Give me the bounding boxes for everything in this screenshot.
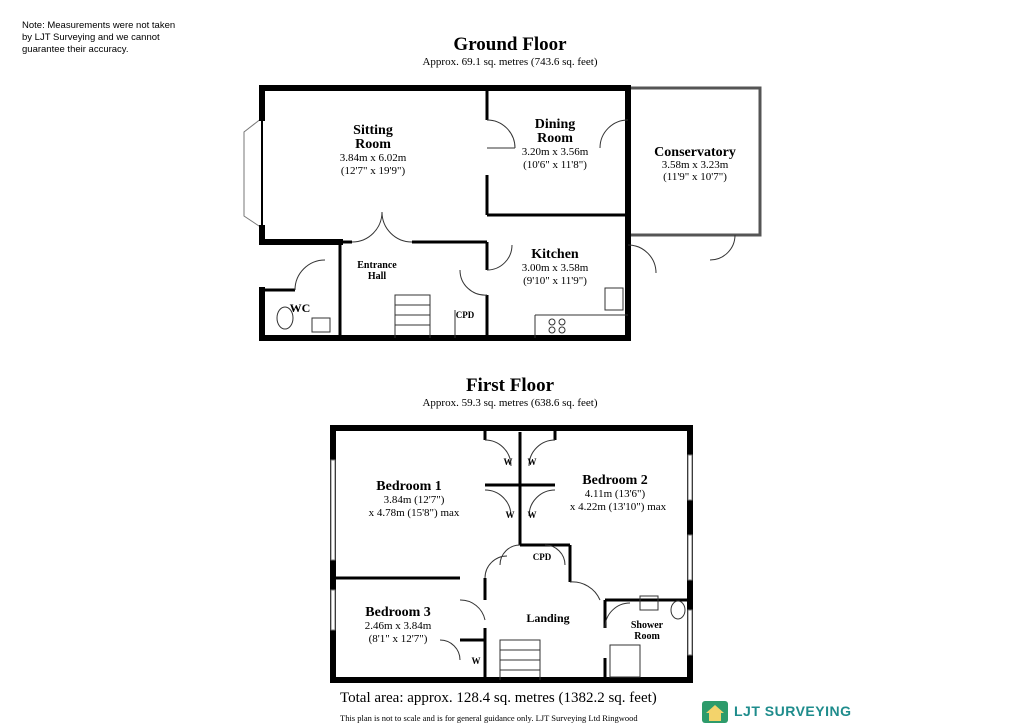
room-dimensions: (11'9" x 10'7"): [663, 171, 727, 183]
room-dimensions: 2.46m x 3.84m: [365, 620, 432, 632]
room-label: Hall: [368, 271, 387, 282]
ground-floor-title: Ground Floor: [453, 34, 567, 55]
total-area: Total area: approx. 128.4 sq. metres (13…: [340, 690, 657, 706]
room-label: Bedroom 2: [582, 473, 647, 488]
first-floor-title: First Floor: [465, 375, 555, 396]
toilet-icon: [276, 306, 294, 330]
room-dimensions: x 4.22m (13'10") max: [570, 501, 667, 513]
logo-text: LJT SURVEYING: [734, 703, 852, 719]
room-label: Conservatory: [654, 145, 736, 160]
measurement-note: Note: Measurements were not taken by LJT…: [22, 20, 202, 56]
room-label: Shower: [631, 620, 664, 631]
room-dimensions: 4.11m (13'6"): [585, 488, 646, 500]
wardrobe-label: W: [472, 656, 481, 666]
room-label: Entrance: [357, 260, 397, 271]
ground-floor-heading: Ground Floor Approx. 69.1 sq. metres (74…: [360, 34, 660, 68]
room-dimensions: 3.58m x 3.23m: [662, 159, 729, 171]
room-label: WC: [290, 301, 311, 315]
shower-tray-icon: [609, 644, 641, 678]
room-dimensions: (10'6" x 11'8"): [523, 159, 587, 171]
wardrobe-label: W: [528, 457, 537, 467]
first-floor-area: Approx. 59.3 sq. metres (638.6 sq. feet): [422, 397, 598, 409]
room-label: Bedroom 1: [376, 479, 441, 494]
hob-icon: [548, 318, 566, 334]
company-logo: LJT SURVEYING: [700, 697, 852, 725]
room-dimensions: (8'1" x 12'7"): [369, 633, 428, 645]
room-label: Dining: [535, 117, 575, 132]
wardrobe-label: W: [504, 457, 513, 467]
room-label: Sitting: [353, 123, 393, 138]
toilet-icon: [670, 600, 686, 620]
room-label: CPD: [533, 552, 552, 562]
room-label: Bedroom 3: [365, 605, 430, 620]
ground-floor-area: Approx. 69.1 sq. metres (743.6 sq. feet): [422, 56, 598, 68]
room-label: Room: [537, 131, 573, 146]
room-dimensions: (9'10" x 11'9"): [523, 275, 587, 287]
bay-window: [243, 116, 263, 229]
ground-floor-plan: Sitting Room 3.84m x 6.02m (12'7" x 19'9…: [243, 85, 762, 341]
basin-icon: [311, 317, 331, 333]
wardrobe-label: W: [528, 510, 537, 520]
note-line: guarantee their accuracy.: [22, 44, 129, 55]
room-label: Room: [355, 137, 391, 152]
room-dimensions: 3.84m x 6.02m: [340, 152, 407, 164]
room-dimensions: x 4.78m (15'8") max: [369, 507, 460, 519]
room-label: Landing: [526, 611, 569, 625]
sink-icon: [604, 287, 624, 311]
note-line: Note: Measurements were not taken: [22, 20, 176, 31]
note-line: by LJT Surveying and we cannot: [22, 32, 160, 43]
room-label: Room: [634, 631, 660, 642]
room-dimensions: (12'7" x 19'9"): [341, 165, 406, 177]
room-dimensions: 3.20m x 3.56m: [522, 146, 589, 158]
room-label: Kitchen: [531, 247, 579, 262]
basin-icon: [639, 595, 659, 611]
first-floor-plan: W W W W W Bedroom 1 3.84m (12'7") x 4.78…: [330, 425, 693, 683]
house-logo-icon: [702, 701, 728, 723]
disclaimer: This plan is not to scale and is for gen…: [340, 713, 638, 723]
room-dimensions: 3.00m x 3.58m: [522, 262, 589, 274]
first-floor-heading: First Floor Approx. 59.3 sq. metres (638…: [360, 375, 660, 409]
room-dimensions: 3.84m (12'7"): [384, 494, 445, 506]
room-label: CPD: [456, 310, 475, 320]
wardrobe-label: W: [506, 510, 515, 520]
